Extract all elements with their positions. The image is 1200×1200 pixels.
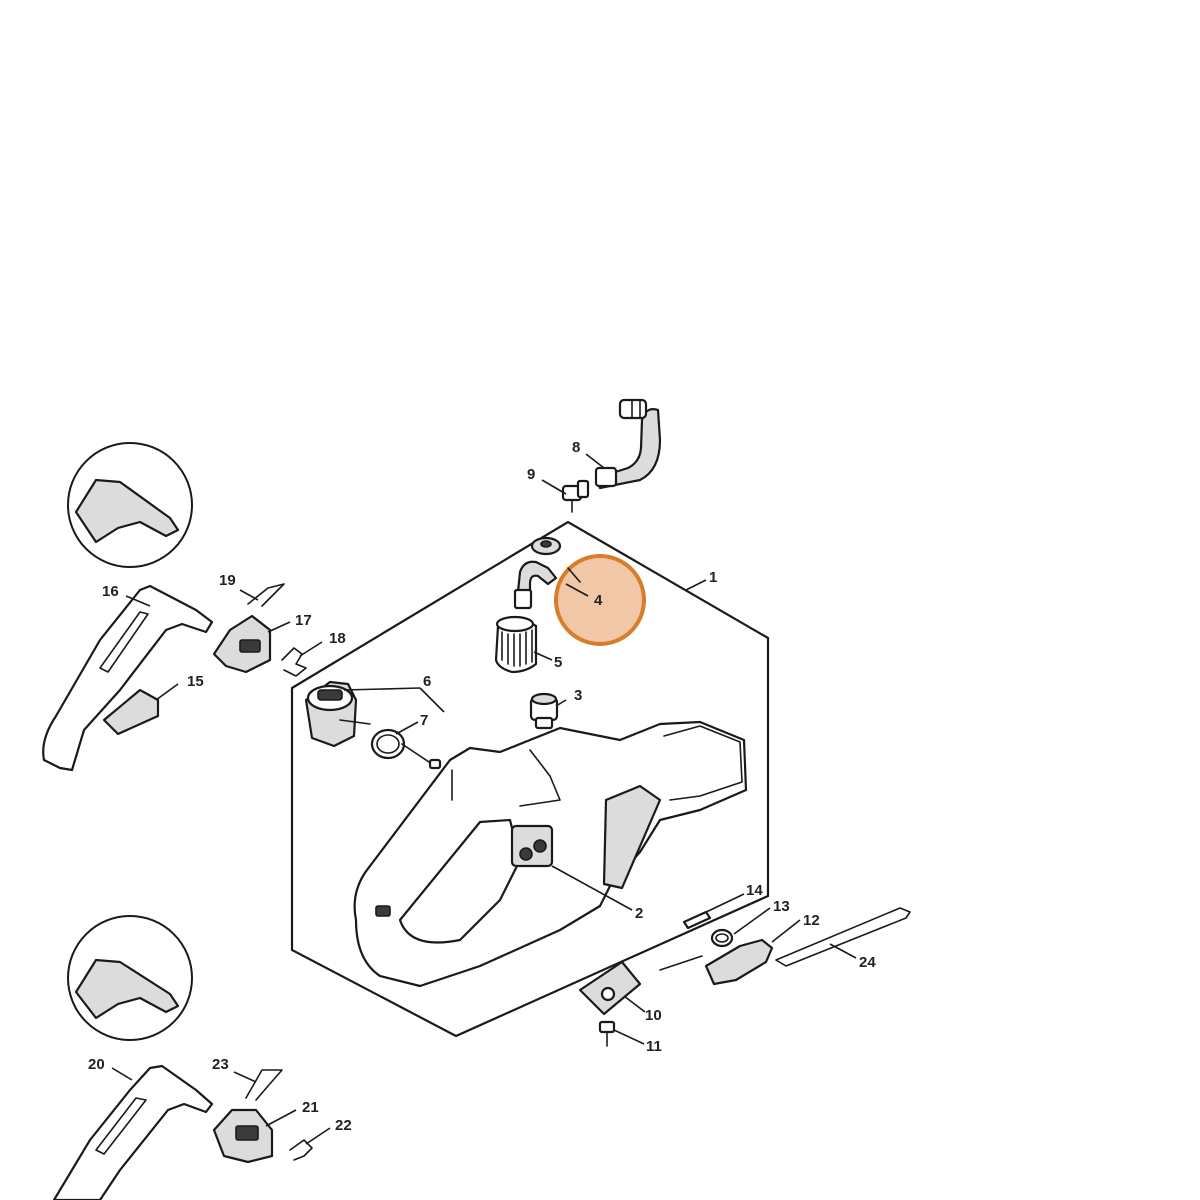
torsion-spring-part[interactable]: [710, 928, 734, 948]
clip-part[interactable]: [281, 647, 307, 677]
callout-14[interactable]: 14: [746, 882, 763, 899]
callout-12[interactable]: 12: [803, 912, 820, 929]
leader-lines: [111, 453, 857, 1145]
callout-1[interactable]: 1: [709, 569, 717, 586]
pin-part[interactable]: [682, 910, 712, 930]
elbow-connector-part[interactable]: [561, 479, 590, 513]
bracket-part[interactable]: [212, 614, 272, 674]
screw-part[interactable]: [598, 1020, 616, 1047]
highlight-marker: [554, 554, 646, 646]
callout-16[interactable]: 16: [102, 583, 119, 600]
fuel-hose-part[interactable]: [594, 398, 662, 490]
fuel-pickup-hose-part[interactable]: [513, 536, 581, 610]
callout-15[interactable]: 15: [187, 673, 204, 690]
callout-5[interactable]: 5: [554, 654, 562, 671]
callout-23[interactable]: 23: [212, 1056, 229, 1073]
callout-8[interactable]: 8: [572, 439, 580, 456]
detail-view-lower: [67, 915, 193, 1041]
callout-9[interactable]: 9: [527, 466, 535, 483]
callout-7[interactable]: 7: [420, 712, 428, 729]
throttle-lever-part[interactable]: [659, 938, 774, 986]
detail-view-upper: [67, 442, 193, 568]
spring-part[interactable]: [247, 583, 285, 607]
callout-2[interactable]: 2: [635, 905, 643, 922]
callout-19[interactable]: 19: [219, 572, 236, 589]
lower-bracket-part[interactable]: [212, 1108, 274, 1164]
assembly-frame: [290, 520, 770, 1038]
callout-18[interactable]: 18: [329, 630, 346, 647]
crankcase-housing-part[interactable]: [353, 720, 748, 988]
callout-13[interactable]: 13: [773, 898, 790, 915]
callout-22[interactable]: 22: [335, 1117, 352, 1134]
callout-21[interactable]: 21: [302, 1099, 319, 1116]
callout-3[interactable]: 3: [574, 687, 582, 704]
callout-11[interactable]: 11: [646, 1038, 662, 1055]
lower-spring-part[interactable]: [245, 1069, 283, 1101]
callout-6[interactable]: 6: [423, 673, 431, 690]
o-ring-part[interactable]: [370, 728, 442, 770]
interlock-rod-part[interactable]: [775, 907, 911, 967]
oil-pump-part[interactable]: [304, 680, 371, 748]
callout-labels: 1 2 3 4 5 6 7 8 9 10 11 12 13 14 15 16 1…: [88, 439, 876, 1134]
callout-24[interactable]: 24: [859, 954, 876, 971]
callout-4[interactable]: 4: [594, 592, 603, 609]
lower-clip-part[interactable]: [289, 1139, 313, 1161]
cover-plate-part[interactable]: [578, 960, 642, 1016]
rear-handle-part[interactable]: [42, 584, 214, 772]
callout-10[interactable]: 10: [645, 1007, 662, 1024]
lower-rear-handle-part[interactable]: [52, 1064, 214, 1200]
callout-20[interactable]: 20: [88, 1056, 105, 1073]
callout-17[interactable]: 17: [295, 612, 312, 629]
fuel-filter-part[interactable]: [494, 615, 538, 674]
valve-part[interactable]: [529, 692, 559, 730]
